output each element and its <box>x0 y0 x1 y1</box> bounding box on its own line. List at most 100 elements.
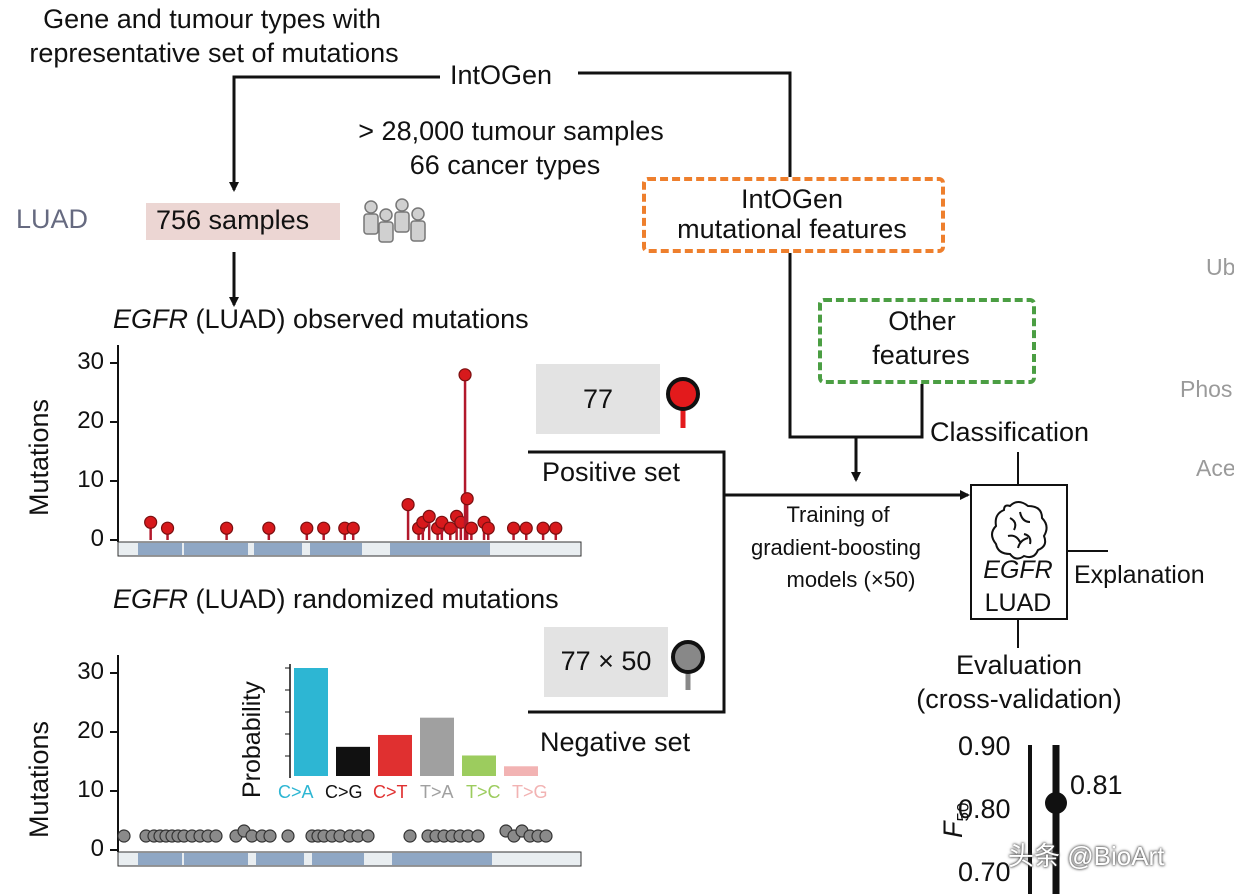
randomized-mutation-point <box>209 829 223 843</box>
samples-info-line2: 66 cancer types <box>409 150 601 180</box>
tumour-type-label: LUAD <box>16 204 89 234</box>
inset-bar <box>504 766 538 776</box>
observed-mutation-point <box>481 521 495 535</box>
f50-ytick: 0.80 <box>958 794 1011 824</box>
negative-count: 77 × 50 <box>560 646 652 676</box>
evaluation-line1: Evaluation <box>955 650 1083 680</box>
f50-point <box>1045 792 1067 814</box>
positive-bracket <box>528 450 726 714</box>
intogen-features-box <box>642 177 945 253</box>
randomized-ytick: 30 <box>77 658 104 685</box>
randomized-lollipops <box>117 824 553 843</box>
observed-mutation-point <box>300 521 314 535</box>
watermark: 头条 @BioArt <box>1008 841 1165 871</box>
randomized-mutation-point <box>403 829 417 843</box>
other-features-box <box>818 298 1036 384</box>
observed-mutation-point <box>346 521 360 535</box>
ghost-label-ace: Ace <box>1196 455 1234 481</box>
inset-label-cg: C>G <box>325 782 363 802</box>
inset-ylabel: Probability <box>238 681 266 798</box>
other-features-line2: features <box>872 340 970 370</box>
observed-mutation-point <box>460 492 474 506</box>
randomized-mutation-point <box>361 829 375 843</box>
training-line1: Training of <box>786 502 890 527</box>
f50-ytick: 0.70 <box>958 857 1011 887</box>
inset-bar <box>462 755 496 776</box>
inset-label-ta: T>A <box>420 782 454 802</box>
brain-icon <box>991 501 1048 560</box>
samples-box <box>146 203 340 240</box>
observed-mutation-point <box>536 521 550 535</box>
inset-bar <box>378 734 412 776</box>
observed-mutation-point <box>144 515 158 529</box>
positive-count-box <box>536 364 660 434</box>
observed-ytick: 10 <box>77 466 104 493</box>
other-features-line1: Other <box>888 306 956 336</box>
inset-bar <box>420 717 454 776</box>
observed-mutation-point <box>160 521 175 535</box>
negative-lollipop-icon <box>671 640 705 674</box>
observed-ytick: 30 <box>77 348 104 375</box>
observed-mutation-point <box>401 498 415 512</box>
intogen-features-line2: mutational features <box>677 214 907 244</box>
negative-count-box <box>544 627 668 697</box>
inset-bar <box>336 746 370 776</box>
inset-bar <box>294 668 328 776</box>
model-gene: EGFR <box>983 556 1053 584</box>
ghost-label-ub: Ub <box>1206 254 1234 280</box>
randomized-mutation-point <box>117 829 131 843</box>
inset-label-ca: C>A <box>278 782 314 802</box>
observed-title: EGFR (LUAD) observed mutations <box>113 304 529 334</box>
training-line2: gradient-boosting <box>750 535 922 560</box>
observed-mutation-point <box>458 368 472 382</box>
observed-lollipops <box>144 368 563 540</box>
observed-ytick: 20 <box>77 407 104 434</box>
training-line3: models (×50) <box>786 567 916 592</box>
explanation-label: Explanation <box>1074 561 1205 589</box>
randomized-ytick: 20 <box>77 717 104 744</box>
people-icon <box>363 198 426 243</box>
randomized-ylabel: Mutations <box>24 720 54 838</box>
other-features-line <box>856 384 924 439</box>
inset-label-ct: C>T <box>373 782 408 802</box>
observed-mutation-point <box>464 521 478 535</box>
positive-count: 77 <box>582 384 614 414</box>
randomized-mutation-point <box>263 829 277 843</box>
classification-label: Classification <box>930 417 1090 447</box>
f50-ytick: 0.90 <box>958 731 1011 761</box>
inset-label-tg: T>G <box>512 782 548 802</box>
intogen-right-line <box>578 71 856 439</box>
evaluation-line2: (cross-validation) <box>916 684 1122 714</box>
header-line1: Gene and tumour types with <box>43 4 381 34</box>
randomized-title: EGFR (LUAD) randomized mutations <box>113 584 559 614</box>
negative-set-label: Negative set <box>540 727 691 757</box>
positive-set-label: Positive set <box>542 457 681 487</box>
samples-info-line1: > 28,000 tumour samples <box>358 116 664 146</box>
model-box <box>970 484 1068 620</box>
randomized-mutation-point <box>539 829 553 843</box>
observed-mutation-point <box>506 521 521 535</box>
f50-value-label: 0.81 <box>1070 770 1123 800</box>
ghost-label-phos: Phos <box>1180 376 1233 402</box>
intogen-features-line1: IntOGen <box>740 184 844 214</box>
model-tumour: LUAD <box>984 589 1052 617</box>
observed-ylabel: Mutations <box>24 398 54 516</box>
inset-histogram <box>294 668 538 776</box>
observed-mutation-point <box>549 521 563 535</box>
intogen-label: IntOGen <box>450 60 553 90</box>
intogen-to-samples-line <box>229 75 440 192</box>
observed-mutation-point <box>519 521 533 535</box>
inset-label-tc: T>C <box>466 782 501 802</box>
randomized-ytick: 10 <box>77 776 104 803</box>
randomized-ytick: 0 <box>90 835 104 862</box>
randomized-mutation-point <box>471 829 485 843</box>
randomized-mutation-point <box>281 829 295 843</box>
observed-mutation-point <box>317 521 331 535</box>
observed-ytick: 0 <box>90 525 104 552</box>
observed-mutation-point <box>262 521 276 535</box>
positive-lollipop-icon <box>666 377 700 411</box>
samples-label: 756 samples <box>156 205 310 235</box>
observed-mutation-point <box>422 509 436 524</box>
header-line2: representative set of mutations <box>29 38 399 68</box>
